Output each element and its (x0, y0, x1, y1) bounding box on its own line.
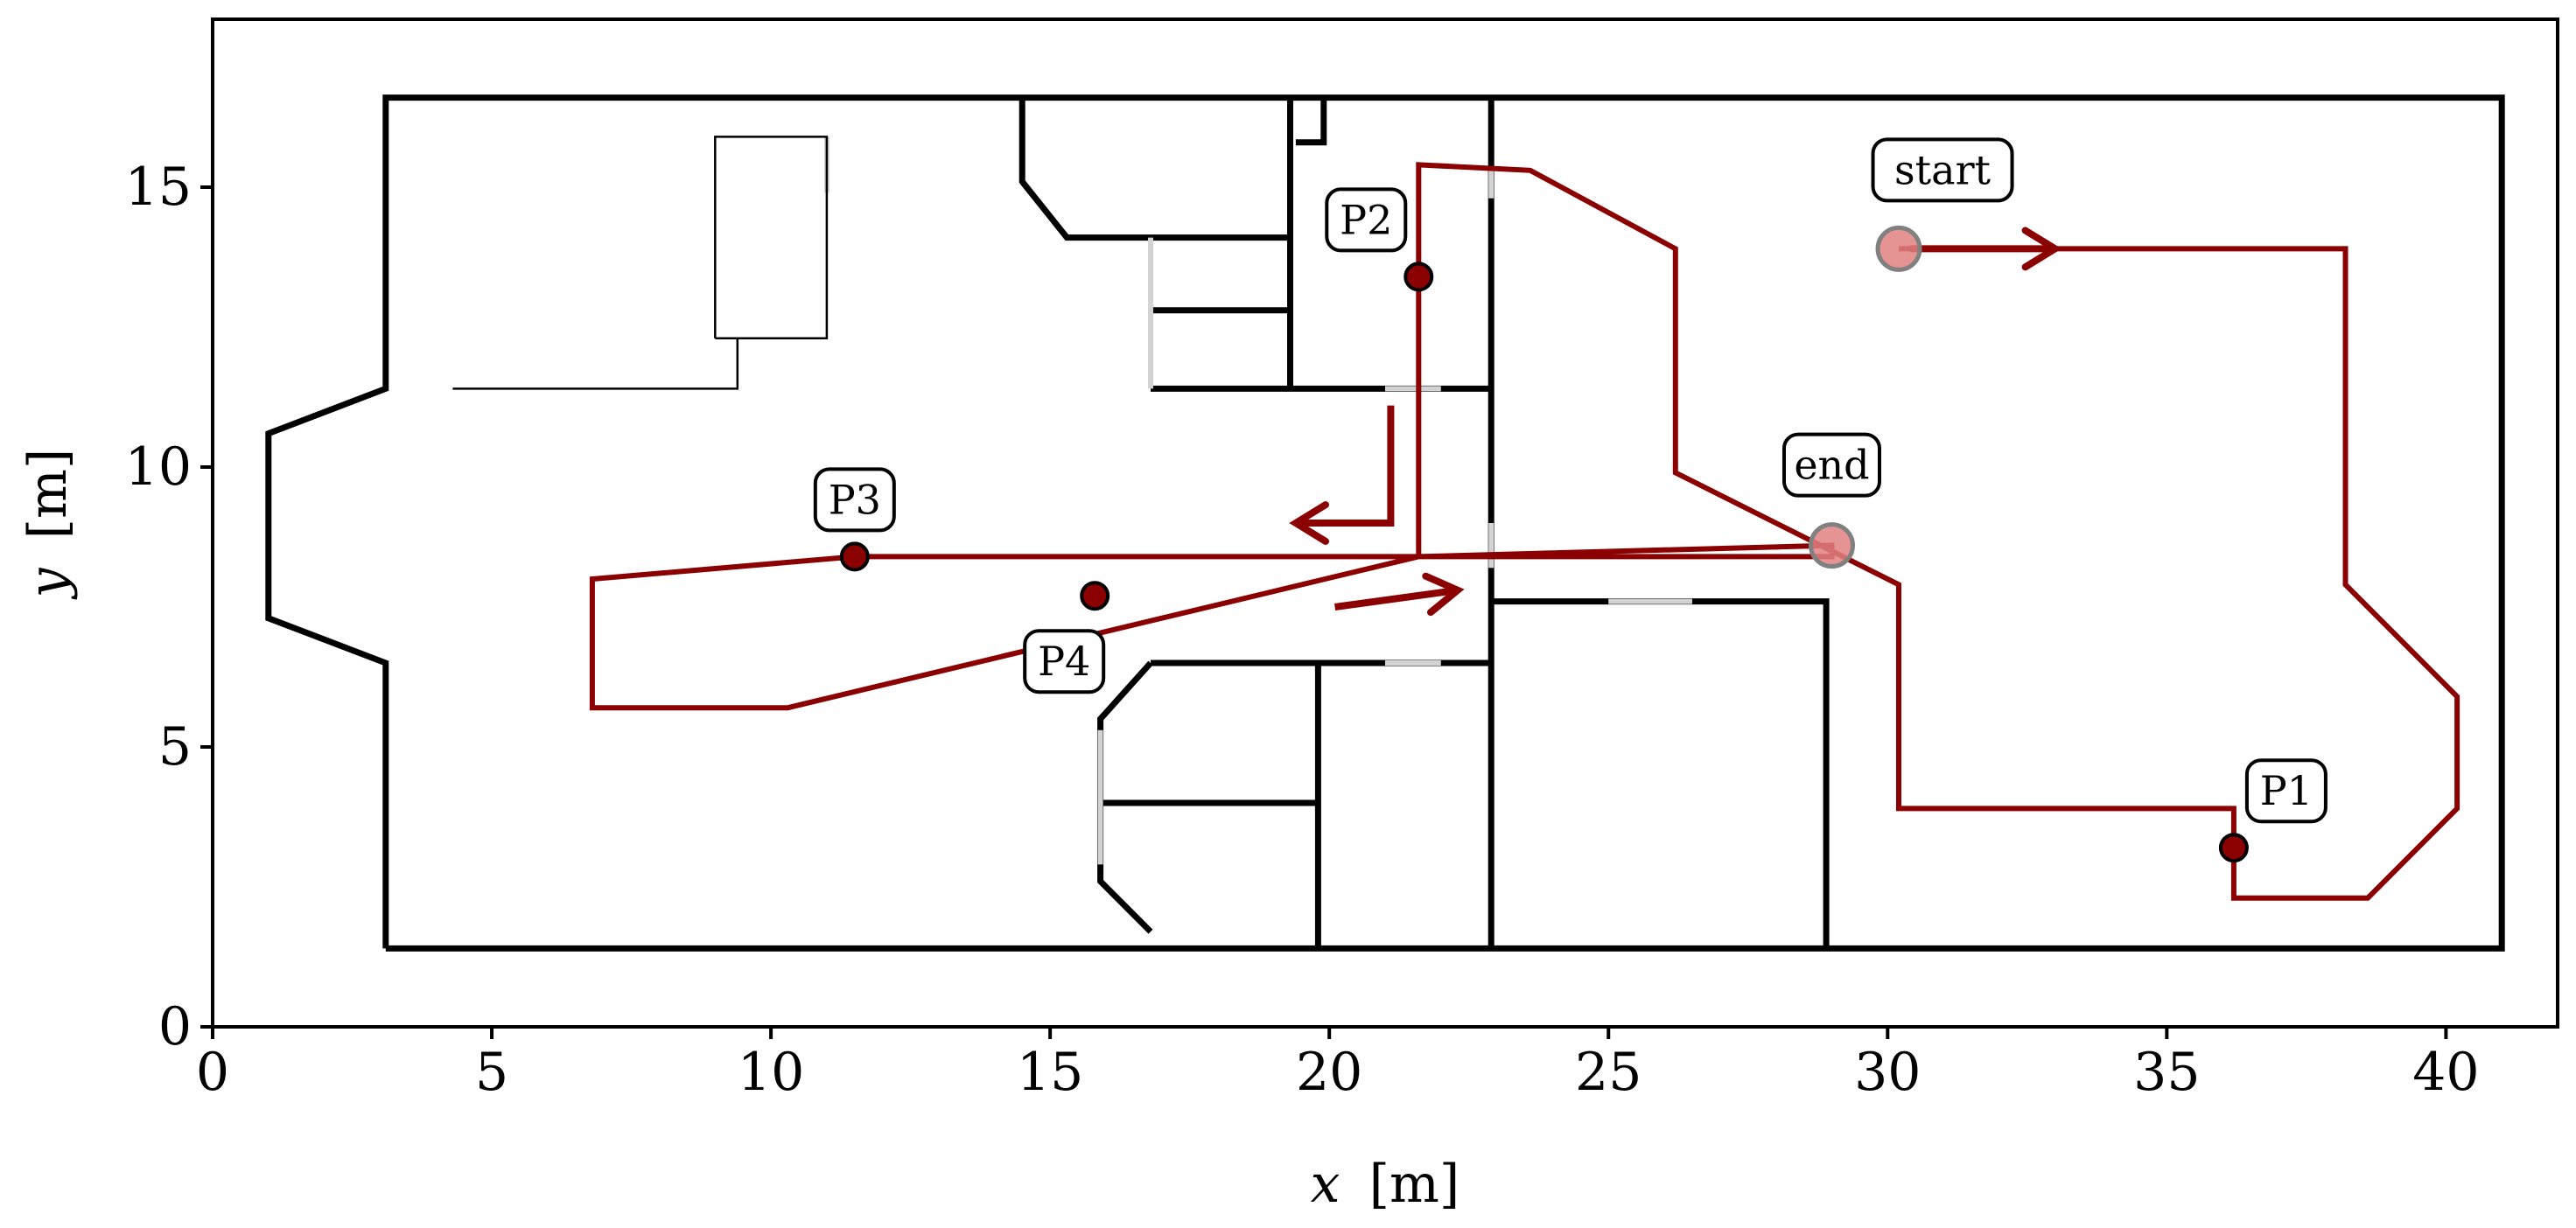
wall-11 (1491, 598, 1830, 949)
label-p3: P3 (813, 467, 896, 533)
x-tick-label: 40 (2412, 1042, 2479, 1103)
label-p4: P4 (1023, 629, 1106, 694)
x-tick-label: 10 (738, 1042, 804, 1103)
label-text-p4: P4 (1038, 638, 1090, 685)
x-axis-title: x [m] (1311, 1154, 1460, 1215)
label-p1: P1 (2244, 758, 2328, 824)
wall-0 (265, 94, 2505, 952)
wall-5 (1295, 97, 1327, 146)
y-axis-var: y (18, 567, 79, 600)
direction-arrow-0 (1909, 227, 2062, 271)
y-tick-label: 15 (125, 157, 192, 218)
x-axis-var: x (1311, 1154, 1340, 1215)
x-tick-label: 30 (1854, 1042, 1921, 1103)
label-p2: P2 (1325, 187, 1408, 253)
y-axis-unit: [m] (18, 449, 79, 540)
x-tick-label: 15 (1017, 1042, 1083, 1103)
direction-arrow-1 (1289, 405, 1395, 545)
y-tick-label: 5 (158, 716, 192, 778)
marker-p4 (1080, 581, 1110, 611)
wall-8 (1097, 660, 1153, 934)
marker-p3 (839, 541, 870, 572)
trajectory-path (589, 162, 2460, 901)
x-tick-label: 20 (1296, 1042, 1362, 1103)
label-text-p2: P2 (1340, 196, 1392, 243)
label-text-end: end (1794, 442, 1869, 489)
label-end: end (1782, 432, 1881, 498)
marker-p1 (2218, 833, 2249, 863)
x-tick-label: 35 (2133, 1042, 2200, 1103)
x-tick-label: 25 (1575, 1042, 1642, 1103)
axes-frame (211, 17, 2559, 1029)
wall-1 (1018, 97, 1291, 241)
label-start: start (1871, 137, 2014, 203)
x-tick-label: 5 (475, 1042, 508, 1103)
x-ticks: 0 5 10 15 20 25 30 35 40 (196, 1027, 2480, 1103)
marker-p2 (1404, 262, 1434, 292)
marker-start (1875, 225, 1922, 272)
y-tick-label: 0 (158, 996, 192, 1057)
doors-layer (823, 136, 1692, 865)
x-axis-unit: [m] (1369, 1154, 1460, 1215)
direction-arrow-2 (1334, 572, 1465, 617)
y-ticks: 0 5 10 15 (125, 157, 213, 1057)
marker-end (1808, 522, 1855, 569)
label-text-p1: P1 (2260, 767, 2313, 814)
trajectory-layer (589, 162, 2460, 901)
y-tick-label: 10 (125, 436, 192, 498)
thin-line-1 (714, 136, 829, 340)
label-text-start: start (1894, 146, 1992, 193)
thin-line-0 (452, 338, 739, 390)
label-text-p3: P3 (829, 476, 881, 523)
x-tick-label: 0 (196, 1042, 229, 1103)
y-axis-title: y [m] (18, 449, 79, 601)
markers-layer (839, 225, 2249, 863)
direction-arrows-layer (1289, 227, 2062, 617)
thin-lines-layer (452, 136, 829, 390)
